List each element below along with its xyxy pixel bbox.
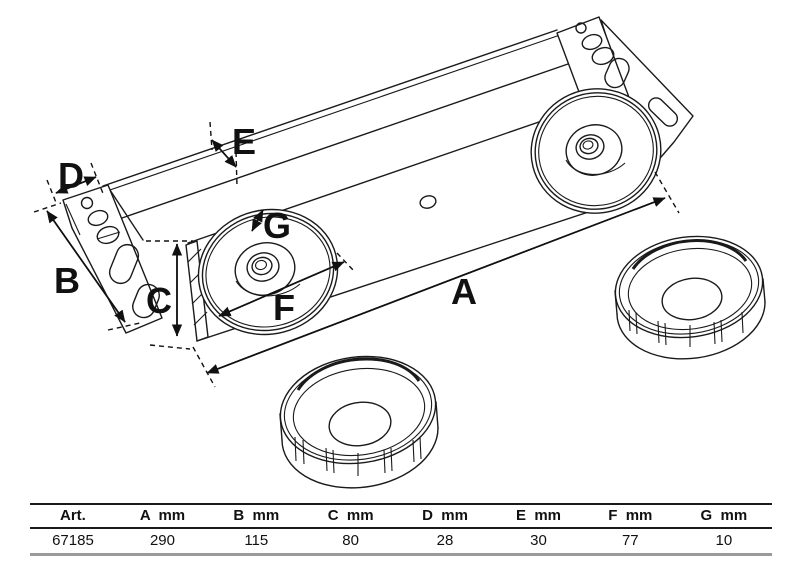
- cell-g: 10: [675, 528, 772, 556]
- cell-b: 115: [209, 528, 304, 556]
- cell-c: 80: [303, 528, 398, 556]
- table-row: 67185 290 115 80 28 30 77 10: [30, 528, 772, 556]
- col-header-a-mm: A mm: [115, 503, 210, 529]
- plate-hole: [575, 22, 587, 34]
- cell-d: 28: [397, 528, 493, 556]
- plate-hole: [581, 33, 603, 51]
- axle-nut: [251, 256, 273, 276]
- bracket-slot: [647, 97, 679, 127]
- dim-label-d: D: [58, 155, 84, 196]
- dim-label-c: C: [146, 280, 172, 321]
- dim-label-f: F: [273, 287, 295, 328]
- dim-e: [209, 121, 238, 187]
- cap-hole: [661, 277, 723, 321]
- cap-ribs: [628, 309, 744, 347]
- dimension-lines: [33, 121, 680, 388]
- left-end-plate: [62, 184, 163, 334]
- dim-c: [146, 240, 193, 350]
- col-header-b-mm: B mm: [209, 503, 304, 529]
- dim-g: [251, 209, 264, 232]
- plate-slot: [132, 283, 160, 319]
- plate-hole: [80, 196, 94, 210]
- col-header-d-mm: D mm: [397, 503, 493, 529]
- plate-hole: [87, 209, 109, 227]
- cap-hole: [328, 401, 392, 447]
- cell-f: 77: [584, 528, 676, 556]
- dim-f: [218, 252, 355, 317]
- right-roller: [530, 88, 662, 214]
- cell-e: 30: [492, 528, 585, 556]
- cap-ribs: [294, 436, 422, 476]
- dim-label-g: G: [263, 205, 291, 246]
- axle-nut: [579, 137, 599, 155]
- dim-b: [33, 202, 141, 331]
- col-header-f-mm: F mm: [584, 503, 676, 529]
- dim-d: [46, 162, 105, 206]
- dim-label-b: B: [54, 260, 80, 301]
- front-face-hole: [419, 195, 437, 209]
- dim-a: [192, 171, 680, 388]
- dim-label-e: E: [232, 121, 256, 162]
- cell-art: 67185: [30, 528, 116, 556]
- col-header-c-mm: C mm: [303, 503, 398, 529]
- plate-hole: [591, 46, 615, 66]
- dim-label-a: A: [451, 271, 477, 312]
- col-header-g-mm: G mm: [675, 503, 772, 529]
- cap-right: [614, 235, 766, 360]
- dimension-table: Art. A mm B mm C mm D mm E mm F mm G mm …: [30, 503, 772, 556]
- cap-bottom: [279, 355, 439, 489]
- dimension-labels: D E B C G F A: [54, 121, 477, 328]
- plate-slot: [604, 57, 630, 89]
- table-header-row: Art. A mm B mm C mm D mm E mm F mm G mm: [30, 503, 772, 529]
- plate-slot: [108, 243, 140, 285]
- left-cut-section: [185, 240, 209, 342]
- cell-a: 290: [115, 528, 210, 556]
- col-header-e-mm: E mm: [492, 503, 585, 529]
- col-header-art: Art.: [30, 503, 116, 529]
